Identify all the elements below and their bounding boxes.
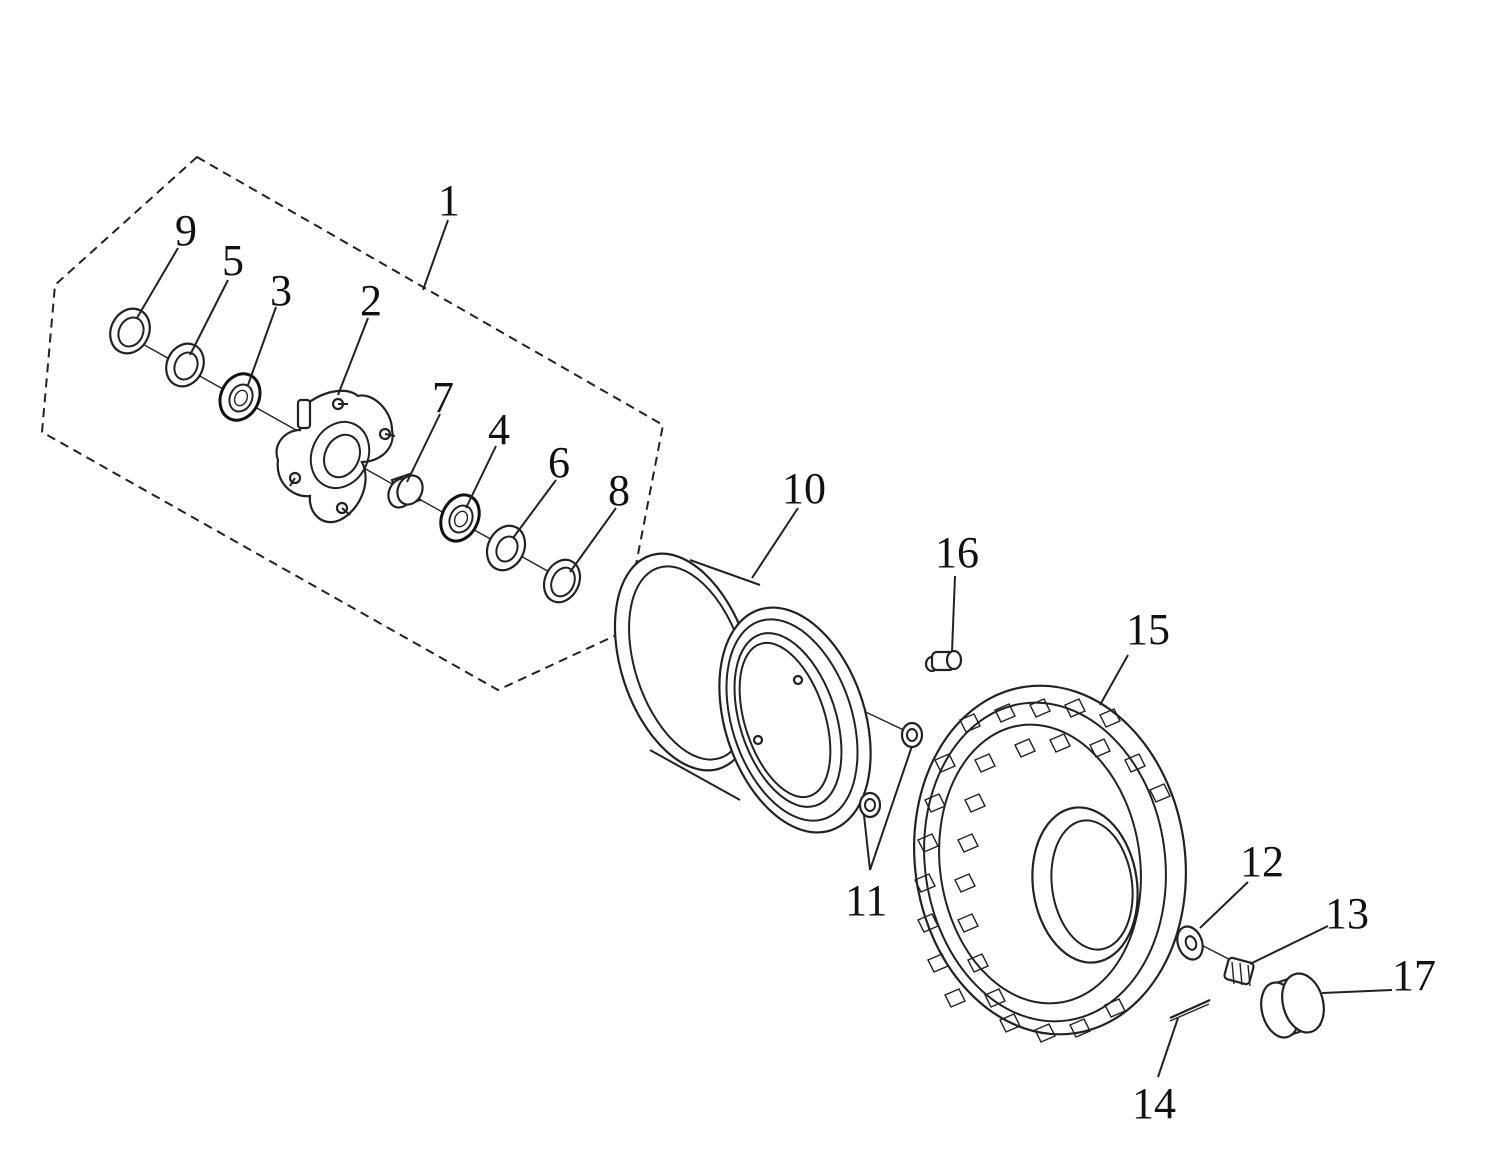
label-part-13: 13 bbox=[1325, 889, 1369, 938]
label-part-10: 10 bbox=[782, 464, 826, 513]
part-12-washer bbox=[1176, 925, 1204, 961]
label-part-1: 1 bbox=[438, 176, 460, 225]
leader-lines bbox=[136, 219, 1393, 1078]
part-15-tire bbox=[913, 684, 1187, 1043]
label-part-16: 16 bbox=[935, 528, 979, 577]
label-part-17: 17 bbox=[1392, 951, 1436, 1000]
label-part-2: 2 bbox=[360, 276, 382, 325]
part-16-valve bbox=[924, 649, 963, 673]
part-3-bearing bbox=[218, 372, 262, 422]
part-7-spacer bbox=[387, 472, 424, 509]
label-part-14: 14 bbox=[1132, 1079, 1176, 1128]
part-13-castle-nut bbox=[1223, 956, 1255, 987]
part-4-bearing bbox=[439, 493, 481, 543]
label-part-5: 5 bbox=[222, 236, 244, 285]
label-part-9: 9 bbox=[175, 206, 197, 255]
label-part-8: 8 bbox=[608, 466, 630, 515]
part-6-collar bbox=[485, 524, 527, 572]
part-5-collar bbox=[165, 342, 205, 388]
label-part-7: 7 bbox=[432, 373, 454, 422]
part-9-seal bbox=[109, 307, 151, 355]
part-17-dust-cap bbox=[1260, 972, 1325, 1039]
label-part-12: 12 bbox=[1240, 837, 1284, 886]
part-8-seal bbox=[542, 558, 582, 604]
part-14-cotter-pin bbox=[1169, 998, 1211, 1022]
label-part-6: 6 bbox=[548, 438, 570, 487]
part-10-rim bbox=[613, 552, 872, 834]
part-11-lug-nuts bbox=[858, 721, 924, 819]
part-2-hub bbox=[275, 389, 396, 524]
label-part-3: 3 bbox=[270, 266, 292, 315]
part-labels: 1 9 5 3 2 7 4 6 8 10 16 15 11 12 13 17 1… bbox=[175, 176, 1436, 1128]
label-part-4: 4 bbox=[488, 405, 510, 454]
hub-assembly-boundary bbox=[40, 155, 665, 692]
label-part-15: 15 bbox=[1126, 605, 1170, 654]
label-part-11: 11 bbox=[845, 876, 887, 925]
